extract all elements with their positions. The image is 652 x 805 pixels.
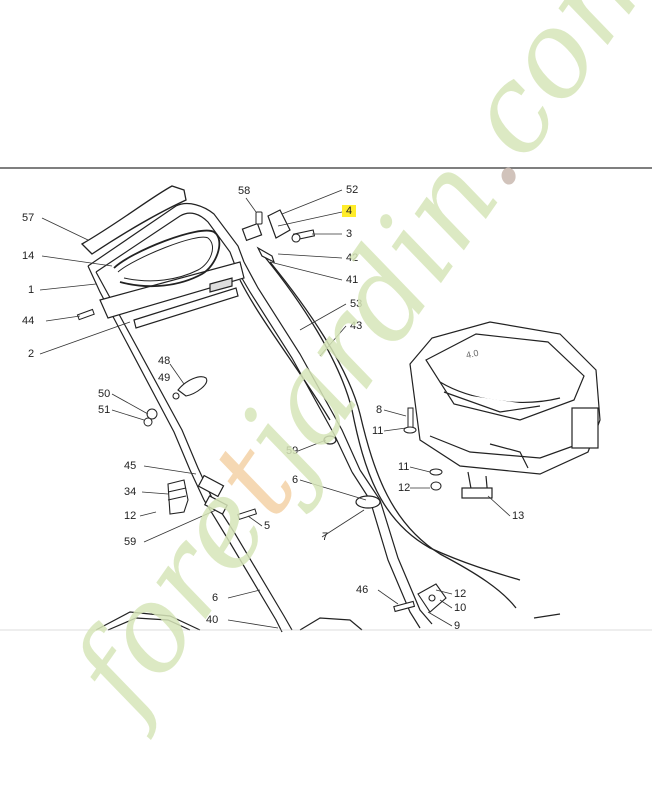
callout-57: 57 [22,212,35,224]
callout-48: 48 [158,355,171,367]
callout-49: 49 [158,372,171,384]
callout-12-switch: 12 [124,510,137,522]
callout-45: 45 [124,460,137,472]
callout-43: 43 [350,320,363,332]
callout-12-bracket: 12 [454,588,467,600]
callout-3: 3 [346,228,353,240]
callout-41: 41 [346,274,359,286]
callout-10: 10 [454,602,467,614]
bolt-44 [76,308,95,321]
bolt-5 [237,508,258,520]
knob-50 [143,408,158,427]
callout-6-lower: 6 [212,592,219,604]
callout-46: 46 [356,584,369,596]
callout-4-highlighted: 4 [342,205,357,217]
lower-handle-left [197,474,293,633]
engine-bolt-8 [403,407,417,434]
control-lever [241,209,291,264]
callout-5: 5 [264,520,271,532]
callout-12-engine: 12 [398,482,411,494]
engine-badge: 4.0 [465,347,480,361]
mower-deck [95,611,561,631]
callout-6-upper: 6 [292,474,299,486]
grip-bar [80,185,187,255]
crossbar-panel [99,261,245,329]
callout-59-upper: 59 [286,445,299,457]
callout-42: 42 [346,252,359,264]
callout-1: 1 [28,284,35,296]
callout-11-lower: 11 [398,461,410,473]
screw-58 [255,211,263,225]
upper-handle [87,202,361,501]
callout-51: 51 [98,404,111,416]
callout-34: 34 [124,486,137,498]
bail-bar [113,229,221,287]
lower-handle-right [323,435,433,629]
callout-44: 44 [22,315,35,327]
engine-nut-11 [429,468,443,491]
callout-8: 8 [376,404,383,416]
callout-14: 14 [22,250,35,262]
engine [409,321,601,499]
callout-13: 13 [512,510,525,522]
leader-lines [39,189,511,629]
callout-40: 40 [206,614,219,626]
callout-59-lower: 59 [124,536,137,548]
cable-clip-48 [172,376,208,400]
callout-52: 52 [346,184,359,196]
callout-50: 50 [98,388,111,400]
callout-9: 9 [454,620,461,632]
bracket-9 [393,583,447,613]
callout-58: 58 [238,185,251,197]
callout-7: 7 [322,531,329,543]
callout-2: 2 [28,348,35,360]
switch-box-34 [167,479,189,515]
callout-11-upper: 11 [372,425,384,437]
callout-53: 53 [350,298,363,310]
bolt-3 [291,229,316,243]
